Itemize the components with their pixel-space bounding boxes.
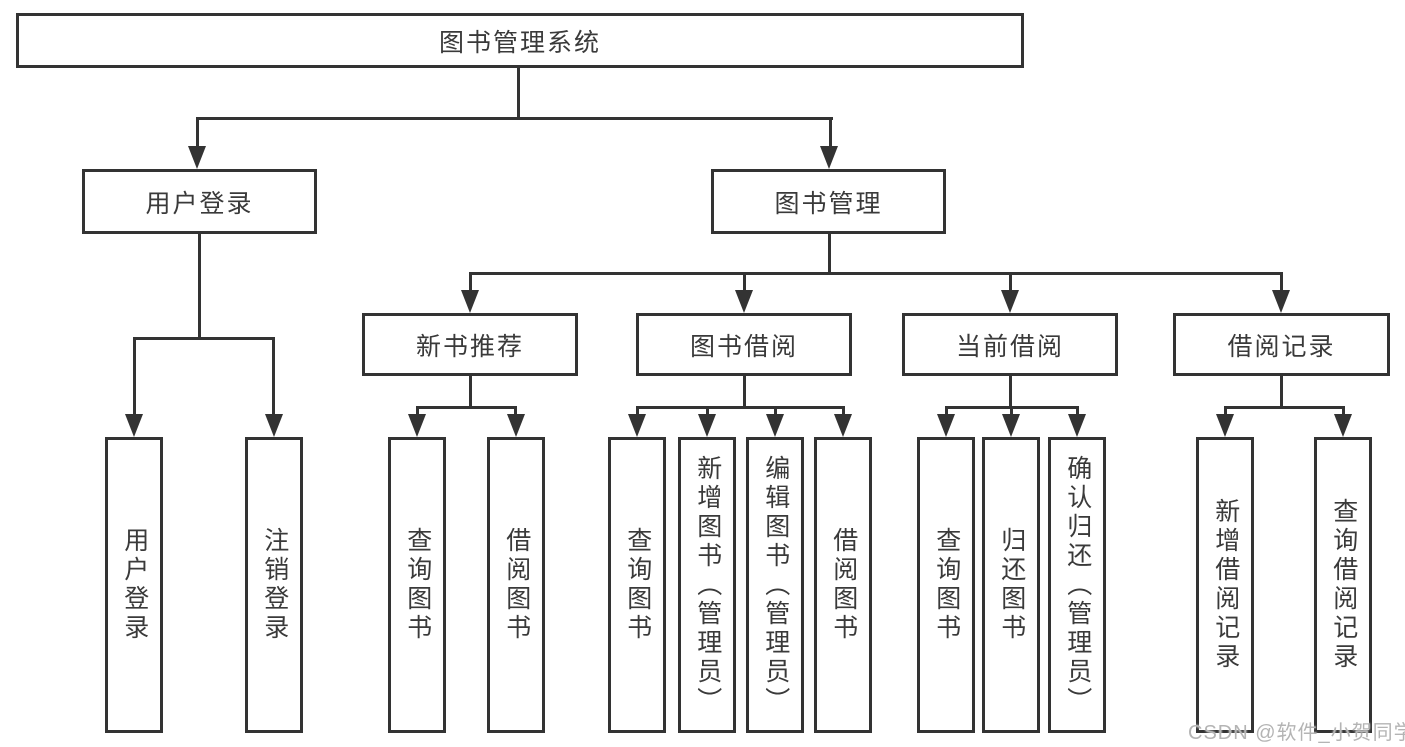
arrowhead	[1068, 414, 1086, 437]
connector-line	[416, 406, 517, 409]
leaf-add-borrow-record: 新增借阅记录	[1196, 437, 1254, 733]
arrowhead	[735, 290, 753, 313]
connector-line	[1224, 406, 1345, 409]
connector-line	[198, 234, 201, 339]
arrowhead	[461, 290, 479, 313]
node-label: 图书管理系统	[438, 28, 601, 57]
connector-line	[1010, 406, 1013, 416]
node-label: 新书推荐	[415, 332, 524, 361]
arrowhead	[766, 414, 784, 437]
node-label: 图书管理	[774, 189, 883, 218]
connector-line	[1280, 272, 1283, 292]
node-label: 新增图书（管理员）	[693, 454, 722, 716]
connector-line	[514, 406, 517, 416]
arrowhead	[834, 414, 852, 437]
leaf-query-books-current: 查询图书	[917, 437, 975, 733]
arrowhead	[125, 414, 143, 437]
connector-line	[133, 337, 136, 415]
node-label: 新增借阅记录	[1211, 498, 1240, 672]
node-label: 借阅记录	[1227, 332, 1336, 361]
node-label: 借阅图书	[502, 527, 531, 643]
arrowhead	[1272, 290, 1290, 313]
leaf-borrow-books-recommend: 借阅图书	[487, 437, 545, 733]
csdn-watermark: CSDN @软件_小贺同学	[1188, 722, 1405, 744]
connector-line	[517, 68, 520, 120]
leaf-borrow-books-borrowing: 借阅图书	[814, 437, 872, 733]
arrowhead	[408, 414, 426, 437]
connector-line	[842, 406, 845, 416]
arrowhead	[1001, 290, 1019, 313]
leaf-query-borrow-record: 查询借阅记录	[1314, 437, 1372, 733]
connector-line	[1342, 406, 1345, 416]
node-label: 归还图书	[997, 527, 1026, 643]
arrowhead	[1216, 414, 1234, 437]
leaf-logout-login: 注销登录	[245, 437, 303, 733]
leaf-return-books: 归还图书	[982, 437, 1040, 733]
connector-line	[743, 272, 746, 292]
connector-line	[743, 376, 746, 408]
connector-line	[416, 406, 419, 416]
node-label: 借阅图书	[829, 527, 858, 643]
connector-line	[774, 406, 777, 416]
connector-line	[945, 406, 948, 416]
connector-line	[828, 234, 831, 275]
node-label: 查询借阅记录	[1329, 498, 1358, 672]
node-label: 注销登录	[260, 527, 289, 643]
leaf-add-book-admin: 新增图书（管理员）	[678, 437, 736, 733]
arrowhead	[265, 414, 283, 437]
connector-line	[469, 272, 1283, 275]
node-current-borrowing: 当前借阅	[902, 313, 1118, 376]
node-label: 图书借阅	[689, 332, 798, 361]
node-label: 用户登录	[145, 189, 254, 218]
arrowhead	[628, 414, 646, 437]
arrowhead	[820, 146, 838, 169]
connector-line	[1009, 376, 1012, 408]
leaf-query-books-recommend: 查询图书	[388, 437, 446, 733]
node-library-management-system: 图书管理系统	[16, 13, 1024, 68]
connector-line	[636, 406, 639, 416]
arrowhead	[507, 414, 525, 437]
arrowhead	[1334, 414, 1352, 437]
connector-line	[1280, 376, 1283, 408]
connector-line	[636, 406, 845, 409]
connector-line	[469, 376, 472, 408]
node-book-borrowing: 图书借阅	[636, 313, 852, 376]
leaf-edit-book-admin: 编辑图书（管理员）	[746, 437, 804, 733]
connector-line	[196, 117, 833, 120]
arrowhead	[188, 146, 206, 169]
node-label: 查询图书	[932, 527, 961, 643]
node-label: 确认归还（管理员）	[1063, 454, 1092, 716]
node-label: 当前借阅	[955, 332, 1064, 361]
connector-line	[469, 272, 472, 292]
arrowhead	[1002, 414, 1020, 437]
connector-line	[133, 337, 275, 340]
node-label: 用户登录	[120, 527, 149, 643]
leaf-user-login: 用户登录	[105, 437, 163, 733]
connector-line	[829, 117, 832, 150]
leaf-confirm-return-admin: 确认归还（管理员）	[1048, 437, 1106, 733]
arrowhead	[937, 414, 955, 437]
node-label: 查询图书	[403, 527, 432, 643]
node-user-login: 用户登录	[82, 169, 317, 234]
connector-line	[1009, 272, 1012, 292]
connector-line	[1076, 406, 1079, 416]
connector-line	[1224, 406, 1227, 416]
connector-line	[706, 406, 709, 416]
arrowhead	[698, 414, 716, 437]
node-label: 查询图书	[623, 527, 652, 643]
leaf-query-books-borrowing: 查询图书	[608, 437, 666, 733]
node-label: 编辑图书（管理员）	[761, 454, 790, 716]
node-book-management: 图书管理	[711, 169, 946, 234]
node-borrowing-records: 借阅记录	[1173, 313, 1390, 376]
connector-line	[196, 117, 199, 150]
node-new-book-recommendation: 新书推荐	[362, 313, 578, 376]
connector-line	[272, 337, 275, 415]
